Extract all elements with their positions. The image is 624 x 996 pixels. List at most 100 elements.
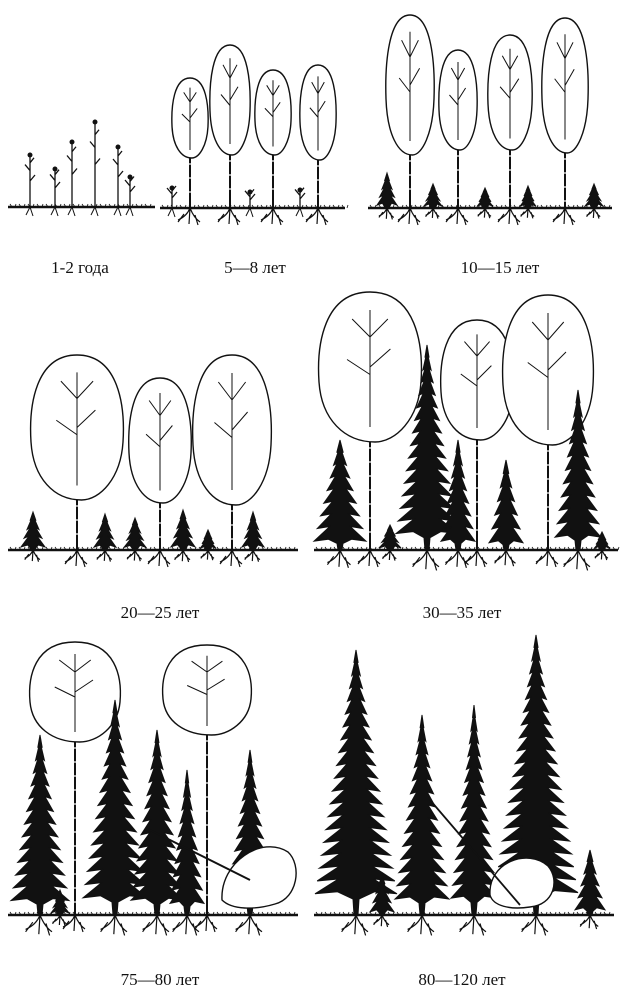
seedling-bud	[53, 167, 58, 172]
panel-label-20-25-years: 20—25 лет	[121, 603, 200, 623]
seedling-bud	[248, 190, 253, 195]
seedling-roots	[26, 207, 33, 216]
roots	[587, 208, 601, 219]
panel-20-25-years	[8, 355, 298, 567]
spruce-tree	[377, 173, 397, 208]
seedling	[50, 169, 60, 207]
spruce-tree	[171, 510, 195, 550]
roots	[374, 915, 389, 927]
roots	[175, 550, 190, 562]
roots	[379, 208, 394, 219]
seedling	[25, 155, 35, 207]
roots	[143, 915, 169, 935]
seedling-roots	[68, 207, 75, 216]
roots	[218, 208, 240, 225]
seedling-bud	[128, 175, 133, 180]
roots	[101, 915, 127, 935]
panel-label-1-2-years: 1-2 года	[51, 258, 109, 278]
roots	[521, 208, 534, 218]
seedling-bud	[28, 153, 33, 158]
roots	[595, 550, 608, 560]
roots	[445, 550, 468, 568]
roots	[306, 208, 328, 225]
spruce-tree	[451, 705, 497, 915]
seedling-roots	[51, 207, 58, 216]
shrub	[222, 847, 296, 908]
roots	[173, 915, 199, 935]
spruce-tree	[379, 525, 401, 550]
roots	[245, 550, 260, 562]
roots	[460, 915, 486, 935]
panel-30-35-years	[314, 292, 619, 570]
spruce-tree	[21, 512, 45, 550]
roots	[413, 550, 439, 570]
roots	[261, 208, 283, 225]
panel-label-30-35-years: 30—35 лет	[423, 603, 502, 623]
seedling-roots	[296, 208, 303, 217]
roots	[446, 208, 468, 225]
panel-label-10-15-years: 10—15 лет	[461, 258, 540, 278]
roots	[398, 208, 420, 225]
roots	[236, 915, 262, 935]
roots	[148, 550, 170, 567]
roots	[536, 550, 558, 567]
roots	[522, 915, 548, 935]
roots	[26, 915, 52, 935]
panel-5-8-years	[160, 45, 348, 225]
panel-label-80-120-years: 80—120 лет	[418, 970, 505, 990]
spruce-tree	[314, 440, 366, 550]
seedling-bud	[116, 145, 121, 150]
seedling	[113, 147, 123, 207]
seedling	[125, 177, 135, 208]
roots	[65, 550, 87, 567]
spruce-tree	[395, 715, 449, 915]
roots	[25, 550, 40, 562]
seedling-bud	[298, 188, 303, 193]
spruce-tree	[124, 518, 146, 550]
spruce-tree	[477, 188, 493, 208]
seedling	[90, 122, 100, 207]
seedling-bud	[70, 140, 75, 145]
seedling-roots	[114, 207, 121, 216]
roots	[426, 208, 440, 219]
spruce-tree	[242, 512, 264, 550]
roots	[408, 915, 434, 935]
roots	[97, 550, 112, 562]
roots	[327, 550, 350, 568]
spruce-tree	[200, 530, 216, 550]
spruce-tree	[585, 184, 603, 208]
roots	[195, 915, 217, 932]
panel-80-120-years	[314, 635, 614, 935]
seedling-bud	[170, 186, 175, 191]
roots	[564, 550, 590, 570]
roots	[342, 915, 368, 935]
roots	[495, 550, 516, 566]
spruce-tree	[520, 186, 536, 208]
panel-75-80-years	[8, 642, 298, 935]
panel-label-5-8-years: 5—8 лет	[224, 258, 286, 278]
seedling-bud	[93, 120, 98, 125]
roots	[220, 550, 242, 567]
panel-10-15-years	[368, 15, 612, 225]
roots	[53, 915, 67, 926]
seedling-roots	[246, 208, 253, 217]
roots	[498, 208, 520, 225]
spruce-tree	[424, 184, 442, 208]
roots	[553, 208, 575, 225]
spruce-tree	[94, 514, 116, 550]
seedling	[67, 142, 77, 207]
roots	[178, 208, 200, 225]
roots	[358, 550, 380, 567]
spruce-tree	[575, 850, 605, 915]
panel-1-2-years	[8, 120, 155, 217]
panel-label-75-80-years: 75—80 лет	[121, 970, 200, 990]
roots	[478, 208, 491, 218]
roots	[201, 550, 214, 560]
seedling-roots	[168, 208, 175, 217]
seedling-roots	[91, 207, 98, 216]
spruce-tree	[489, 460, 523, 550]
roots	[580, 915, 598, 929]
roots	[127, 550, 142, 561]
roots	[383, 550, 397, 561]
